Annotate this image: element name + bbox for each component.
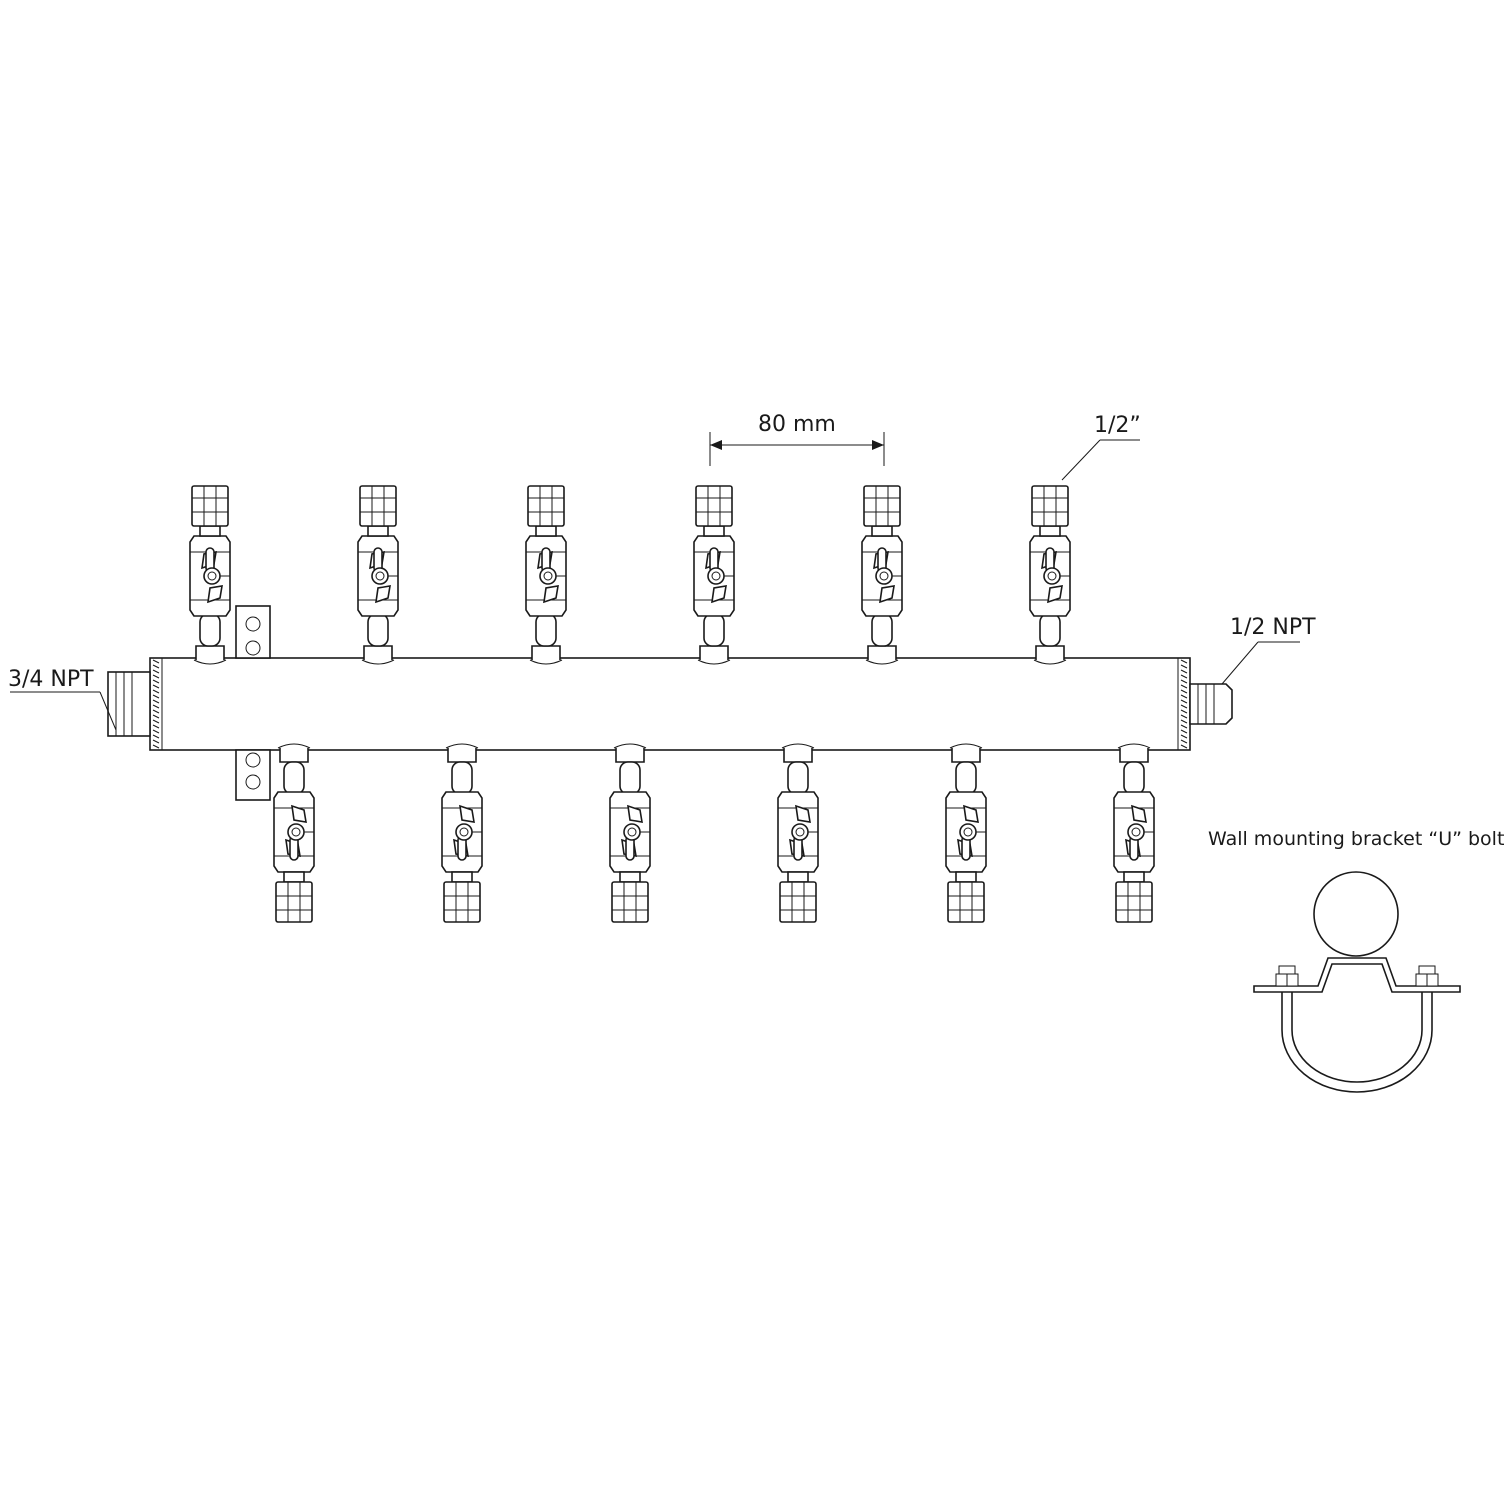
mounting-plate-bottom [235,749,271,801]
bottom-valve [273,743,315,923]
outlet-fitting [1189,683,1233,725]
bottom-valve [777,743,819,923]
bottom-valve [1113,743,1155,923]
left-end-ring [152,659,160,749]
top-valve-row [189,485,1071,665]
pipe-section-circle [1313,871,1399,957]
bottom-valve-row [273,743,1155,923]
top-valve [1029,485,1071,665]
bracket-plate [1253,957,1461,993]
outlet-size-leader [1061,439,1140,481]
bracket-nut-right [1415,965,1439,987]
mounting-plate-top [235,605,271,659]
right-end-ring [1180,659,1188,749]
bottom-valve [441,743,483,923]
top-valve [189,485,231,665]
manifold-body [149,657,1191,751]
top-valve [861,485,903,665]
inlet-leader [10,691,117,731]
inlet-label: 3/4 NPT [8,667,94,692]
bottom-valve [945,743,987,923]
outlet-leader [1221,641,1300,685]
top-valve [525,485,567,665]
bracket-nut-left [1275,965,1299,987]
spacing-dimension [709,432,885,466]
bottom-valve [609,743,651,923]
u-bolt [1281,992,1433,1093]
bracket-caption: Wall mounting bracket “U” bolt [1208,828,1504,850]
u-bolt-bracket [1253,871,1461,1093]
inlet-fitting [107,671,151,737]
spacing-label: 80 mm [758,412,836,437]
top-valve [693,485,735,665]
outlet-size-label: 1/2” [1094,413,1141,438]
outlet-label: 1/2 NPT [1230,615,1316,640]
top-valve [357,485,399,665]
